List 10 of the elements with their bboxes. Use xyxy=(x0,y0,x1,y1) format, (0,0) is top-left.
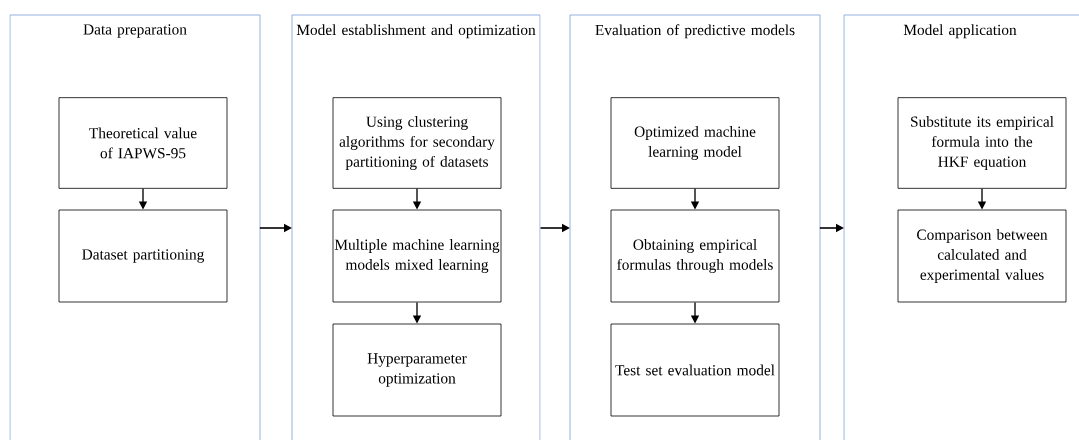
process-box: Multiple machine learning models mixed learning xyxy=(332,209,502,303)
process-box: Comparison between calculated and experimental values xyxy=(897,209,1067,303)
process-box: Dataset partitioning xyxy=(58,209,228,303)
process-box: Hyperparameter optimization xyxy=(332,323,502,417)
process-box: Using clustering algorithms for secondary partitioning of datasets xyxy=(332,97,502,189)
process-box: Obtaining empirical formulas through models xyxy=(610,209,780,303)
process-box: Substitute its empirical formula into the HKF equation xyxy=(897,97,1067,189)
process-box: Optimized machine learning model xyxy=(610,97,780,189)
process-box: Theoretical value of IAPWS-95 xyxy=(58,97,228,189)
process-box: Test set evaluation model xyxy=(610,323,780,417)
